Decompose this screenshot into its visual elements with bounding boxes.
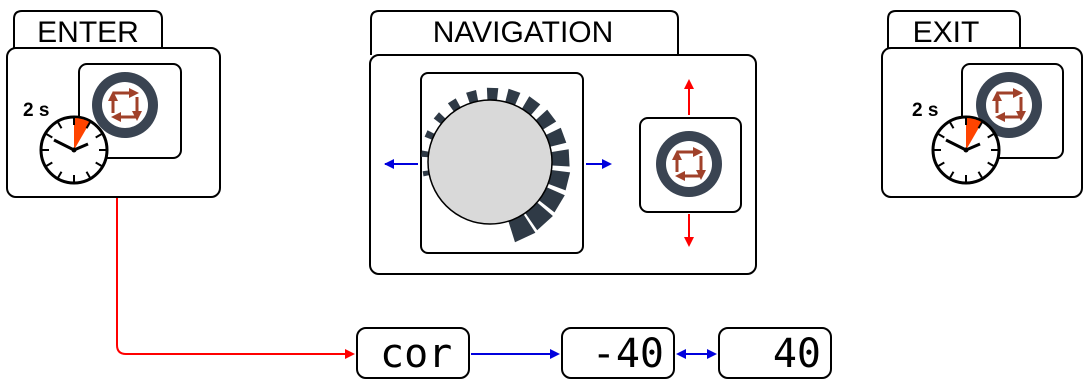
exit-panel: EXIT 2 s: [881, 10, 1083, 198]
enter-to-display-line: [116, 198, 345, 355]
dial-left-arrowhead: [384, 159, 394, 169]
value-toggle-left-arrowhead: [676, 349, 686, 359]
exit-clock-icon: [931, 115, 1001, 185]
enter-clock-icon: [39, 115, 109, 185]
cor-to-value-arrowhead: [550, 349, 560, 359]
rotary-dial-icon[interactable]: [427, 99, 553, 225]
display-negative-value: -40: [592, 331, 664, 377]
display-cor: cor: [356, 327, 470, 379]
dial-right-arrowhead: [602, 159, 612, 169]
nav-up-arrowhead: [684, 79, 694, 89]
display-negative: -40: [561, 327, 675, 379]
dial-tooth: [547, 149, 570, 167]
display-positive: 40: [718, 327, 832, 379]
display-cor-value: cor: [380, 331, 452, 377]
enter-push-button-icon: [90, 70, 160, 140]
enter-to-display-arrowhead: [345, 349, 355, 359]
exit-duration: 2 s: [912, 100, 938, 121]
nav-push-button-icon[interactable]: [654, 129, 724, 199]
enter-panel: ENTER 2 s: [6, 10, 221, 198]
nav-down-arrowhead: [684, 237, 694, 247]
exit-title: EXIT: [913, 16, 980, 49]
enter-duration: 2 s: [23, 100, 49, 121]
display-positive-value: 40: [773, 331, 821, 377]
value-toggle-right-arrowhead: [707, 349, 717, 359]
navigation-title: NAVIGATION: [433, 16, 614, 49]
enter-title: ENTER: [37, 16, 139, 49]
navigation-panel: NAVIGATION: [369, 10, 757, 275]
